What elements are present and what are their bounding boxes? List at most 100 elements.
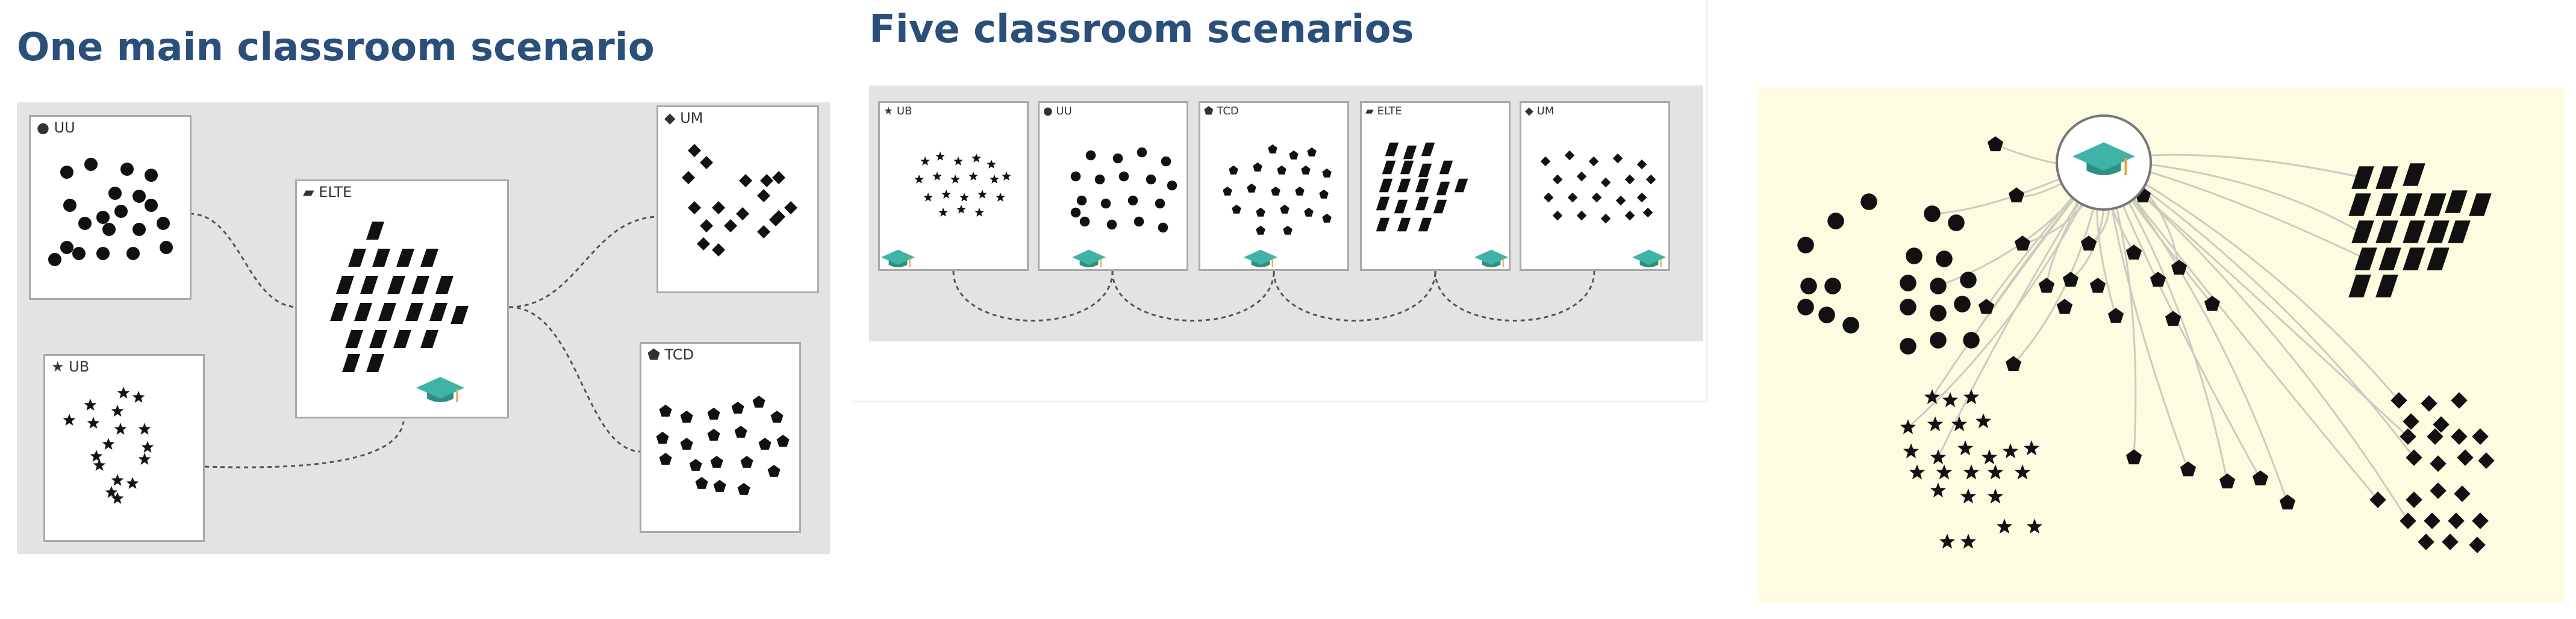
student-circle <box>145 199 158 212</box>
student-diamond <box>2451 428 2468 445</box>
student-diamond <box>2400 428 2416 445</box>
student-star <box>996 192 1005 202</box>
panel2-title: Five classroom scenarios <box>869 7 1414 52</box>
student-diamond <box>1552 210 1563 221</box>
student-circle <box>84 158 98 171</box>
student-pentagon <box>1987 136 2004 152</box>
student-parallelogram <box>348 249 366 267</box>
student-pentagon <box>2107 308 2124 323</box>
panel-five-classrooms: Five classroom scenarios ★ UB ● UU ⬟ TCD… <box>852 0 1711 403</box>
circle-icon: ● <box>37 119 49 136</box>
student-parallelogram <box>330 303 348 321</box>
student-pentagon <box>2014 235 2031 251</box>
student-parallelogram <box>1418 217 1432 232</box>
pentagon-icon: ⬟ <box>647 346 660 363</box>
students-diamonds <box>2369 392 2495 553</box>
star-icon: ★ <box>51 358 64 375</box>
student-circle <box>1137 147 1147 158</box>
student-parallelogram <box>420 330 438 348</box>
student-parallelogram <box>411 276 429 294</box>
student-parallelogram <box>378 303 396 321</box>
hub-curve <box>2103 158 2415 458</box>
student-star <box>959 192 969 202</box>
student-circle <box>1070 171 1081 182</box>
classroom-label-um: ◆ UM <box>656 105 819 129</box>
student-pentagon <box>752 396 766 408</box>
student-circle <box>1085 150 1096 161</box>
student-pentagon <box>1295 186 1305 196</box>
graduation-cap <box>1632 249 1666 267</box>
student-pentagon <box>737 483 750 495</box>
student-diamond <box>2472 512 2489 529</box>
student-parallelogram <box>435 276 454 294</box>
student-pentagon <box>2219 473 2236 489</box>
student-diamond <box>712 201 725 214</box>
student-diamond <box>2451 392 2468 409</box>
student-diamond <box>760 174 773 187</box>
student-pentagon <box>1307 147 1317 157</box>
classroom-label-uu: ● UU <box>1038 101 1188 119</box>
student-diamond <box>2403 413 2419 430</box>
student-pentagon <box>656 432 669 444</box>
student-circle <box>1797 299 1814 316</box>
student-circle <box>126 247 140 260</box>
student-pentagon <box>659 405 672 417</box>
student-circle <box>1818 306 1835 323</box>
student-pentagon <box>2038 278 2055 293</box>
student-star <box>950 174 960 184</box>
student-diamond <box>2478 452 2495 469</box>
student-pentagon <box>1268 144 1277 154</box>
student-star <box>1981 449 1998 465</box>
student-circle <box>1906 247 1923 264</box>
student-diamond <box>2433 416 2450 433</box>
classroom-label-uu: ● UU <box>29 115 192 139</box>
student-circle <box>1900 275 1916 291</box>
student-diamond <box>2457 449 2474 466</box>
classroom-label-elte: ▰ ELTE <box>295 179 509 204</box>
student-pentagon <box>776 435 790 447</box>
student-diamond <box>1624 174 1635 185</box>
student-parallelogram <box>405 303 423 321</box>
student-pentagon <box>2089 278 2106 293</box>
student-circle <box>1127 195 1138 206</box>
student-diamond <box>772 171 785 184</box>
student-circle <box>1134 216 1144 227</box>
student-pentagon <box>2180 461 2197 477</box>
students-parallelograms <box>2348 163 2492 297</box>
parallelogram-icon: ▰ <box>1365 105 1374 117</box>
student-star <box>1960 533 1977 549</box>
student-star <box>2026 518 2043 534</box>
student-star <box>93 459 106 471</box>
student-diamond <box>1642 207 1653 218</box>
student-circle <box>102 223 116 236</box>
student-diamond <box>700 156 713 169</box>
student-parallelogram <box>2348 193 2371 216</box>
student-diamond <box>1600 213 1611 224</box>
student-pentagon <box>2150 272 2166 287</box>
student-star <box>938 207 948 217</box>
student-star <box>1900 419 1916 435</box>
student-circle <box>1824 278 1841 294</box>
student-diamond <box>757 189 770 202</box>
student-diamond <box>2424 512 2440 529</box>
students-pentagons <box>1978 136 2296 510</box>
student-circle <box>1960 272 1977 288</box>
student-parallelogram <box>1439 160 1453 175</box>
student-star <box>990 174 999 184</box>
pentagon-icon: ⬟ <box>1204 105 1214 117</box>
hub-curve <box>2103 159 2379 500</box>
student-diamond <box>1636 159 1647 170</box>
student-pentagon <box>740 456 753 468</box>
student-parallelogram <box>2445 190 2468 213</box>
student-parallelogram <box>393 330 411 348</box>
student-star <box>111 474 124 486</box>
student-star <box>923 192 933 202</box>
student-star <box>87 417 100 429</box>
diamond-icon: ◆ <box>1525 105 1533 117</box>
student-pentagon <box>1256 207 1265 217</box>
circle-icon: ● <box>1043 105 1053 117</box>
student-star <box>935 151 945 161</box>
student-pentagon <box>2056 299 2073 314</box>
student-star <box>63 414 76 426</box>
student-parallelogram <box>2378 247 2401 270</box>
